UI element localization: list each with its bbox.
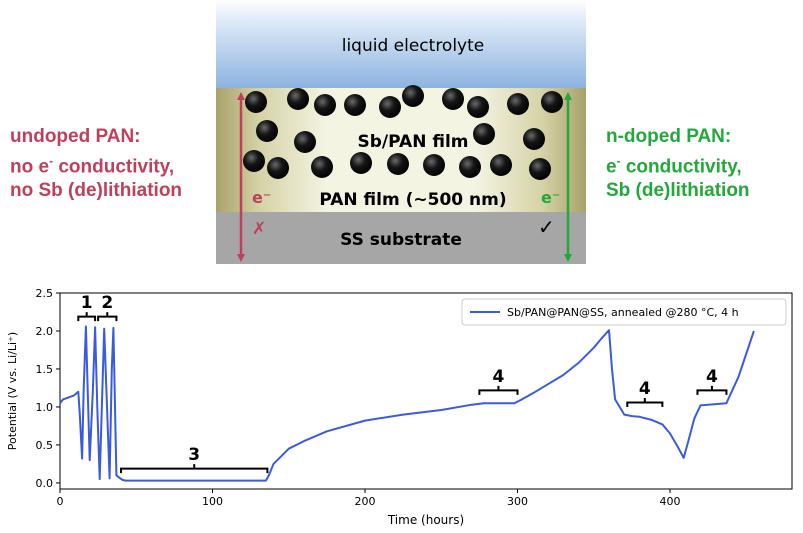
annotation-label: 2 xyxy=(101,293,113,313)
sb-particle xyxy=(243,150,265,172)
sb-particle xyxy=(459,156,481,178)
x-axis-label: Time (hours) xyxy=(387,513,464,527)
cross-mark-icon: ✗ xyxy=(252,219,266,239)
chart-series xyxy=(59,325,755,482)
sb-particle xyxy=(294,131,316,153)
sb-particle xyxy=(267,157,289,179)
sb-particle xyxy=(402,85,424,107)
substrate-label: SS substrate xyxy=(340,230,462,250)
sb-particle xyxy=(442,88,464,110)
series-line xyxy=(59,325,755,482)
sb-particle xyxy=(423,154,445,176)
annotation-label: 4 xyxy=(706,367,718,387)
sb-particle xyxy=(387,153,409,175)
sb-particle xyxy=(529,158,551,180)
sb-particle xyxy=(245,91,267,113)
annotation-brace xyxy=(97,312,118,322)
legend-box xyxy=(461,298,787,326)
annotation-label: 1 xyxy=(81,293,93,313)
legend-label: Sb/PAN@PAN@SS, annealed @280 °C, 4 h xyxy=(507,306,739,319)
sb-particle xyxy=(344,94,366,116)
x-tick-label: 200 xyxy=(355,495,376,508)
chart-legend: Sb/PAN@PAN@SS, annealed @280 °C, 4 h xyxy=(461,298,787,326)
ndoped-line-3: Sb (de)lithiation xyxy=(606,180,750,202)
sb-particle xyxy=(311,156,333,178)
schematic-diagram: liquid electrolyte Sb/PAN film PAN film … xyxy=(216,0,586,264)
x-tick-label: 0 xyxy=(57,495,64,508)
sb-particle xyxy=(473,123,495,145)
sb-particle xyxy=(490,154,512,176)
x-tick-label: 100 xyxy=(202,495,223,508)
x-tick-label: 400 xyxy=(660,495,681,508)
undoped-pan-description: undoped PAN: no e- conductivity, no Sb (… xyxy=(10,125,182,203)
check-mark-icon: ✓ xyxy=(538,215,555,239)
plot-frame xyxy=(59,292,793,490)
pan-film-label: PAN film (~500 nm) xyxy=(319,190,506,210)
y-tick-label: 0.5 xyxy=(36,439,54,452)
sb-particle xyxy=(467,96,489,118)
sb-particle xyxy=(507,93,529,115)
annotation-label: 4 xyxy=(493,367,505,387)
y-tick-label: 0.0 xyxy=(36,477,54,490)
annotation-brace xyxy=(478,385,519,395)
sb-particle xyxy=(379,96,401,118)
ndoped-line-1: n-doped PAN: xyxy=(606,126,732,147)
ndoped-pan-description: n-doped PAN: e- conductivity, Sb (de)lit… xyxy=(606,125,750,203)
y-axis-label: Potential (V vs. Li/Li⁺) xyxy=(6,332,19,450)
right-electron-label: e⁻ xyxy=(541,188,560,207)
sb-particle xyxy=(523,128,545,150)
ndoped-line-2: e- conductivity, xyxy=(606,154,742,178)
y-tick-label: 1.0 xyxy=(36,401,54,414)
annotation-label: 3 xyxy=(188,445,200,465)
annotation-brace xyxy=(626,398,664,408)
sb-particles xyxy=(243,85,563,180)
annotation-label: 4 xyxy=(639,379,651,399)
x-tick-label: 300 xyxy=(507,495,528,508)
y-tick-label: 1.5 xyxy=(36,363,54,376)
annotation-brace xyxy=(696,385,728,395)
sbpan-film-label: Sb/PAN film xyxy=(358,132,469,152)
sb-particle xyxy=(287,88,309,110)
undoped-line-2: no e- conductivity, xyxy=(10,154,175,178)
undoped-line-1: undoped PAN: xyxy=(10,126,141,147)
left-electron-label: e⁻ xyxy=(252,188,271,207)
sb-particle xyxy=(314,94,336,116)
y-tick-label: 2.5 xyxy=(36,287,54,300)
electrolyte-label: liquid electrolyte xyxy=(342,36,485,56)
electrolyte-layer xyxy=(216,0,586,88)
annotation-brace xyxy=(120,464,269,474)
annotation-brace xyxy=(77,312,97,322)
undoped-line-3: no Sb (de)lithiation xyxy=(10,180,183,202)
sb-particle xyxy=(256,120,278,142)
substrate-layer xyxy=(216,212,586,264)
y-tick-label: 2.0 xyxy=(36,325,54,338)
sb-particle xyxy=(541,91,563,113)
sb-particle xyxy=(350,152,372,174)
